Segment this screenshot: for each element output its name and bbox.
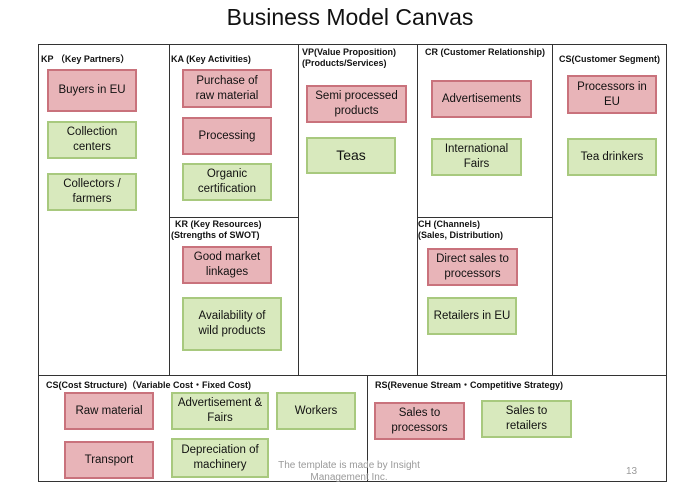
vp-header: VP(Value Proposition) (Products/Services…	[302, 47, 396, 69]
ka-item-organic-certification: Organic certification	[182, 163, 272, 201]
kr-item-wild-products: Availability of wild products	[182, 297, 282, 351]
ch-header-line2: (Sales, Distribution)	[418, 230, 504, 240]
vp-header-line2: (Products/Services)	[302, 58, 387, 68]
cost-item-raw-material: Raw material	[64, 392, 154, 430]
cost-item-depreciation: Depreciation of machinery	[171, 438, 269, 478]
kp-item-buyers-eu: Buyers in EU	[47, 69, 137, 112]
divider	[169, 45, 170, 375]
vp-item-teas: Teas	[306, 137, 396, 174]
kp-item-collection-centers: Collection centers	[47, 121, 137, 159]
cr-item-advertisements: Advertisements	[431, 80, 532, 118]
divider	[169, 217, 298, 218]
cost-item-advertisement-fairs: Advertisement & Fairs	[171, 392, 269, 430]
ka-item-purchase: Purchase of raw material	[182, 69, 272, 108]
divider	[298, 45, 299, 375]
vp-item-semi-processed: Semi processed products	[306, 85, 407, 123]
kp-item-collectors-farmers: Collectors / farmers	[47, 173, 137, 211]
page-number: 13	[626, 466, 638, 477]
ch-header: CH (Channels) (Sales, Distribution)	[418, 219, 503, 241]
vp-header-line1: VP(Value Proposition)	[302, 47, 397, 57]
cr-item-international-fairs: International Fairs	[431, 138, 522, 176]
cs-header: CS(Customer Segment)	[559, 54, 661, 64]
ch-item-direct-sales: Direct sales to processors	[427, 248, 518, 286]
kr-header-line2: (Strengths of SWOT)	[171, 230, 260, 240]
ka-item-processing: Processing	[182, 117, 272, 155]
footer-credit: The template is made by Insight Manageme…	[278, 460, 420, 483]
rs-header: RS(Revenue Stream・Competitive Strategy)	[375, 380, 564, 390]
kp-header: KP （Key Partners）	[41, 54, 130, 64]
cs-item-processors-eu: Processors in EU	[567, 75, 657, 114]
cost-header: CS(Cost Structure)（Variable Cost・Fixed C…	[46, 380, 252, 390]
page-title: Business Model Canvas	[226, 4, 474, 30]
divider	[552, 45, 553, 375]
cost-item-transport: Transport	[64, 441, 154, 479]
divider	[417, 217, 552, 218]
divider	[417, 45, 418, 375]
rs-item-sales-retailers: Sales to retailers	[481, 400, 572, 438]
cr-header: CR (Customer Relationship)	[425, 47, 546, 57]
kr-item-market-linkages: Good market linkages	[182, 246, 272, 284]
ch-item-retailers-eu: Retailers in EU	[427, 297, 517, 335]
business-model-canvas	[38, 44, 667, 482]
kr-header-line1: KR (Key Resources)	[175, 219, 262, 229]
ch-header-line1: CH (Channels)	[418, 219, 481, 229]
cost-item-workers: Workers	[276, 392, 356, 430]
ka-header: KA (Key Activities)	[171, 54, 251, 64]
divider	[367, 375, 368, 481]
rs-item-sales-processors: Sales to processors	[374, 402, 465, 440]
kr-header: KR (Key Resources) (Strengths of SWOT)	[171, 219, 262, 241]
cs-item-tea-drinkers: Tea drinkers	[567, 138, 657, 176]
divider	[39, 375, 666, 376]
